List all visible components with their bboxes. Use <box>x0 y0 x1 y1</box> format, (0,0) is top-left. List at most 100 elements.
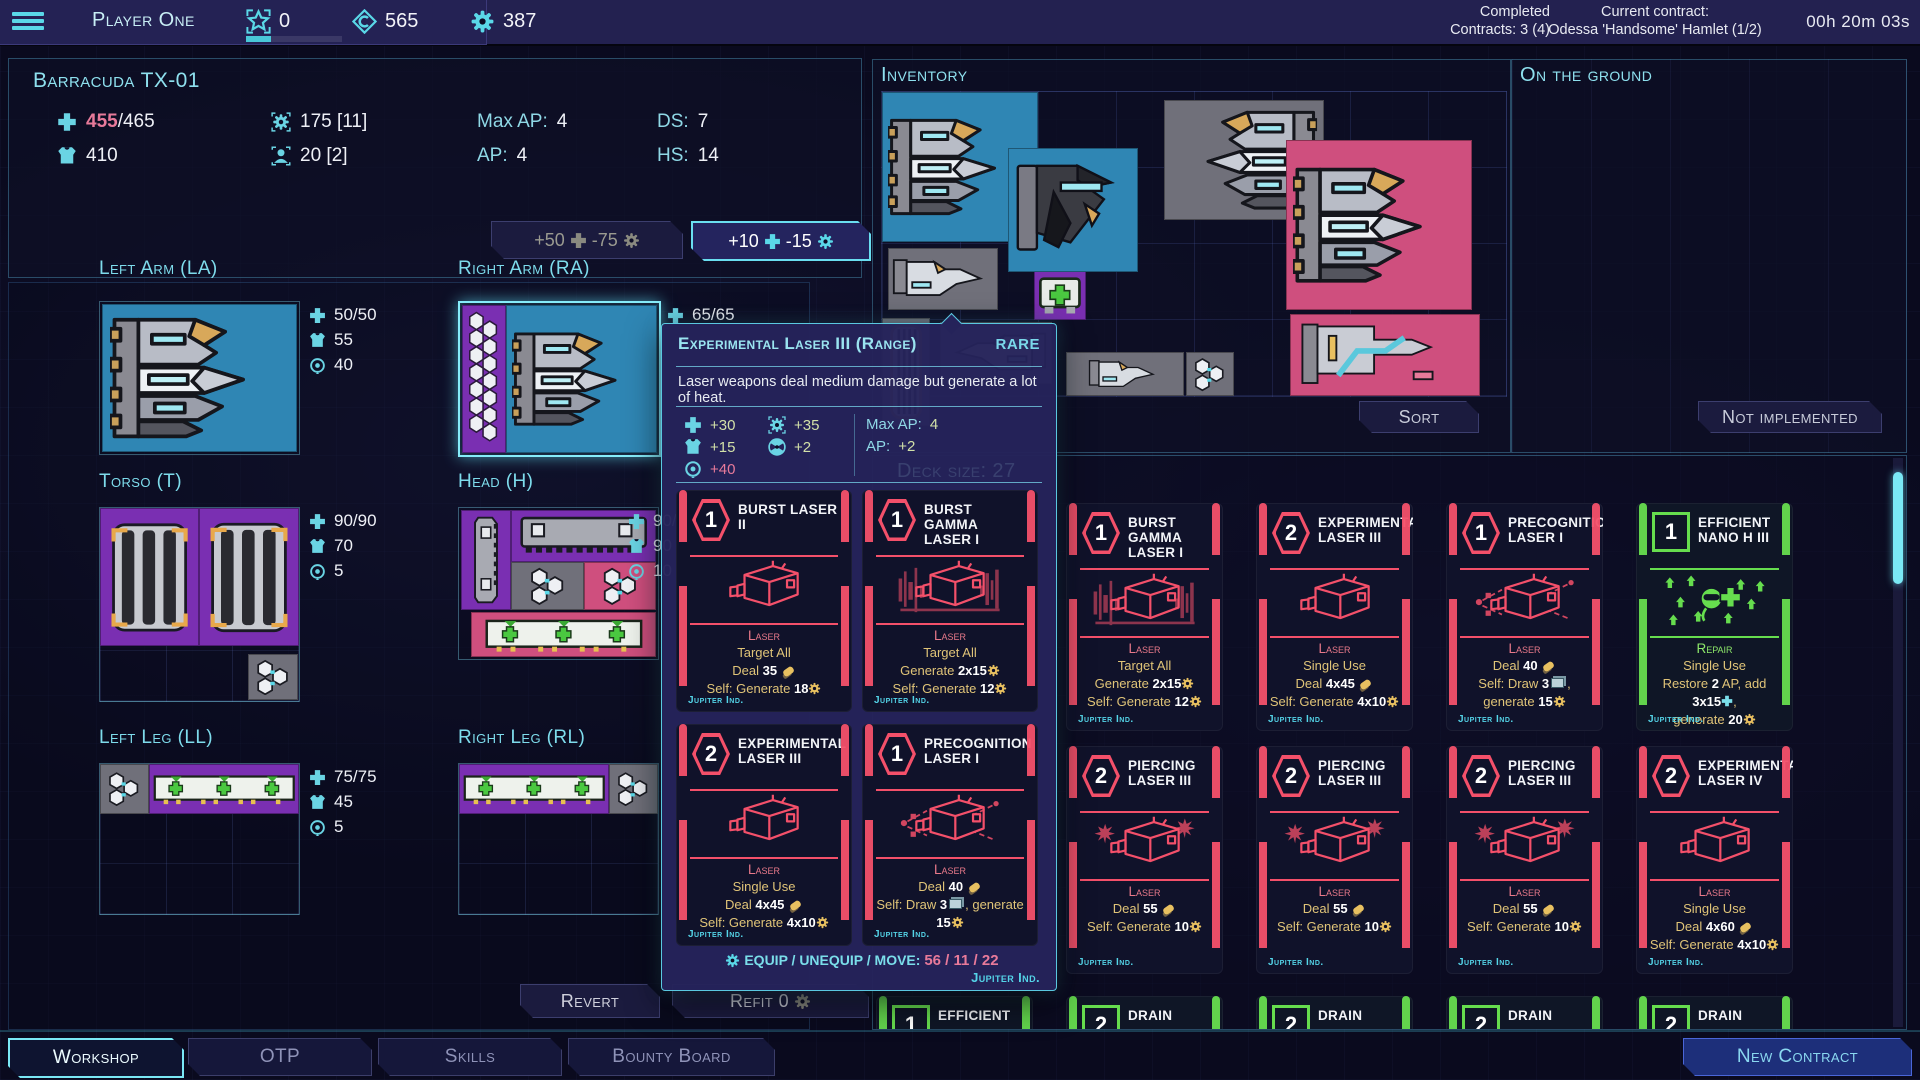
card-accent-bar <box>1212 503 1220 731</box>
tab-bounty-board[interactable]: Bounty Board <box>568 1038 775 1076</box>
part-slot-right-leg[interactable] <box>458 763 659 915</box>
divider <box>676 406 1042 407</box>
card-accent-bar <box>1069 503 1077 731</box>
inventory-item-hex-ammo[interactable] <box>1186 352 1234 396</box>
inventory-item-small-arm[interactable] <box>1066 352 1184 396</box>
armor-icon <box>684 438 702 456</box>
evasion-icon <box>628 563 645 580</box>
card-drain[interactable]: 2Drain <box>1066 996 1223 1029</box>
ground-title: On the ground <box>1520 64 1653 86</box>
projectile-icon <box>1542 903 1556 916</box>
heat-icon <box>987 663 1000 678</box>
repair-large-button[interactable]: +50 -75 <box>491 221 683 259</box>
card-drain[interactable]: 2Drain <box>1446 996 1603 1029</box>
repair-hp-amount: +50 <box>534 229 565 250</box>
hp-icon <box>309 307 326 324</box>
sort-button[interactable]: Sort <box>1359 401 1479 433</box>
deck-scrollbar-thumb[interactable] <box>1893 472 1903 584</box>
hp-max: /465 <box>117 111 155 132</box>
card-count-badge: 2 <box>1462 1005 1500 1029</box>
revert-button[interactable]: Revert <box>520 984 660 1018</box>
card-drain[interactable]: 2Drain <box>1256 996 1413 1029</box>
tab-skills[interactable]: Skills <box>378 1038 562 1076</box>
stat-cooling-bonus: +2 <box>794 438 812 456</box>
hs-label: HS: <box>657 145 689 166</box>
tab-otp[interactable]: OTP <box>188 1038 372 1076</box>
inventory-item-repair-device[interactable] <box>1034 268 1086 320</box>
hp-icon <box>570 232 587 249</box>
tab-workshop[interactable]: Workshop <box>8 1038 184 1078</box>
not-implemented-button[interactable]: Not implemented <box>1698 401 1882 433</box>
card-type: Laser <box>1508 641 1541 656</box>
deck-scrollbar-track[interactable] <box>1893 458 1903 1027</box>
empty-grid-cells <box>100 814 299 915</box>
inventory-item-small-arm[interactable] <box>888 248 998 310</box>
hex-ammo-art <box>614 768 652 810</box>
card-art <box>1270 811 1399 881</box>
divider <box>0 1030 1920 1032</box>
ammo-strip-tile <box>462 305 506 453</box>
card-count-badge: 2 <box>1272 512 1310 554</box>
mech-pilots: 20 [2] <box>300 145 348 166</box>
projectile-icon <box>788 899 802 912</box>
card-name: Piercing Laser III <box>1508 758 1576 789</box>
card-drain[interactable]: 2Drain <box>1636 996 1793 1029</box>
card-maker: Jupiter Ind. <box>1078 957 1134 968</box>
repair-small-button[interactable]: +10 -15 <box>691 221 871 261</box>
mech-hp: 455/465 <box>86 111 155 133</box>
card-count-badge: 1 <box>892 1005 930 1029</box>
menu-button[interactable] <box>12 9 44 35</box>
card-accent-bar <box>1259 746 1267 974</box>
cooling-fan-icon <box>768 438 786 456</box>
inventory-item-pipe-weapon[interactable] <box>1290 314 1480 396</box>
heat-icon <box>808 681 821 696</box>
new-contract-button[interactable]: New Contract <box>1683 1038 1912 1076</box>
card-name: Burst Laser II <box>738 502 838 533</box>
completed-line2: Contracts: 3 (4) <box>1450 22 1550 38</box>
heat-icon <box>1766 937 1779 952</box>
gear-icon <box>623 232 640 249</box>
card-type: Laser <box>1698 884 1731 899</box>
part-slot-head[interactable] <box>458 507 659 660</box>
player-name-label: Player One <box>92 9 195 31</box>
part-slot-left-arm[interactable] <box>99 301 300 455</box>
card-art <box>1460 568 1589 638</box>
cards-icon <box>949 898 963 909</box>
card-efficient[interactable]: 1Efficient <box>876 996 1033 1029</box>
tooltip-title: Experimental Laser III (Range) <box>678 334 917 353</box>
part-slot-torso[interactable] <box>99 507 300 702</box>
part-slot-right-arm[interactable] <box>458 301 661 457</box>
card-accent-bar <box>1449 746 1457 974</box>
part-slot-left-leg[interactable] <box>99 763 300 915</box>
part-stats-torso: 90/90 70 5 <box>309 511 377 581</box>
completed-contracts: Completed Contracts: 3 (4) <box>1320 3 1550 39</box>
card-name: Precognition Laser I <box>924 736 1032 767</box>
heat-icon <box>768 416 786 434</box>
part-hp: 75/75 <box>334 767 377 786</box>
pilots-icon <box>271 146 291 166</box>
inventory-item-dark-arm[interactable] <box>1008 148 1138 272</box>
stat-evasion-bonus: +40 <box>710 460 736 478</box>
not-implemented-label: Not implemented <box>1722 406 1858 427</box>
ds-label: DS: <box>657 111 689 132</box>
card-accent-bar <box>1402 503 1410 731</box>
mech-name: Barracuda TX-01 <box>33 69 200 92</box>
inventory-item-arm[interactable] <box>1286 140 1472 310</box>
gear-icon <box>725 953 740 968</box>
card-effects: Deal 55 Self: Generate 10 <box>1256 899 1413 936</box>
part-label-head: Head (H) <box>458 471 534 492</box>
